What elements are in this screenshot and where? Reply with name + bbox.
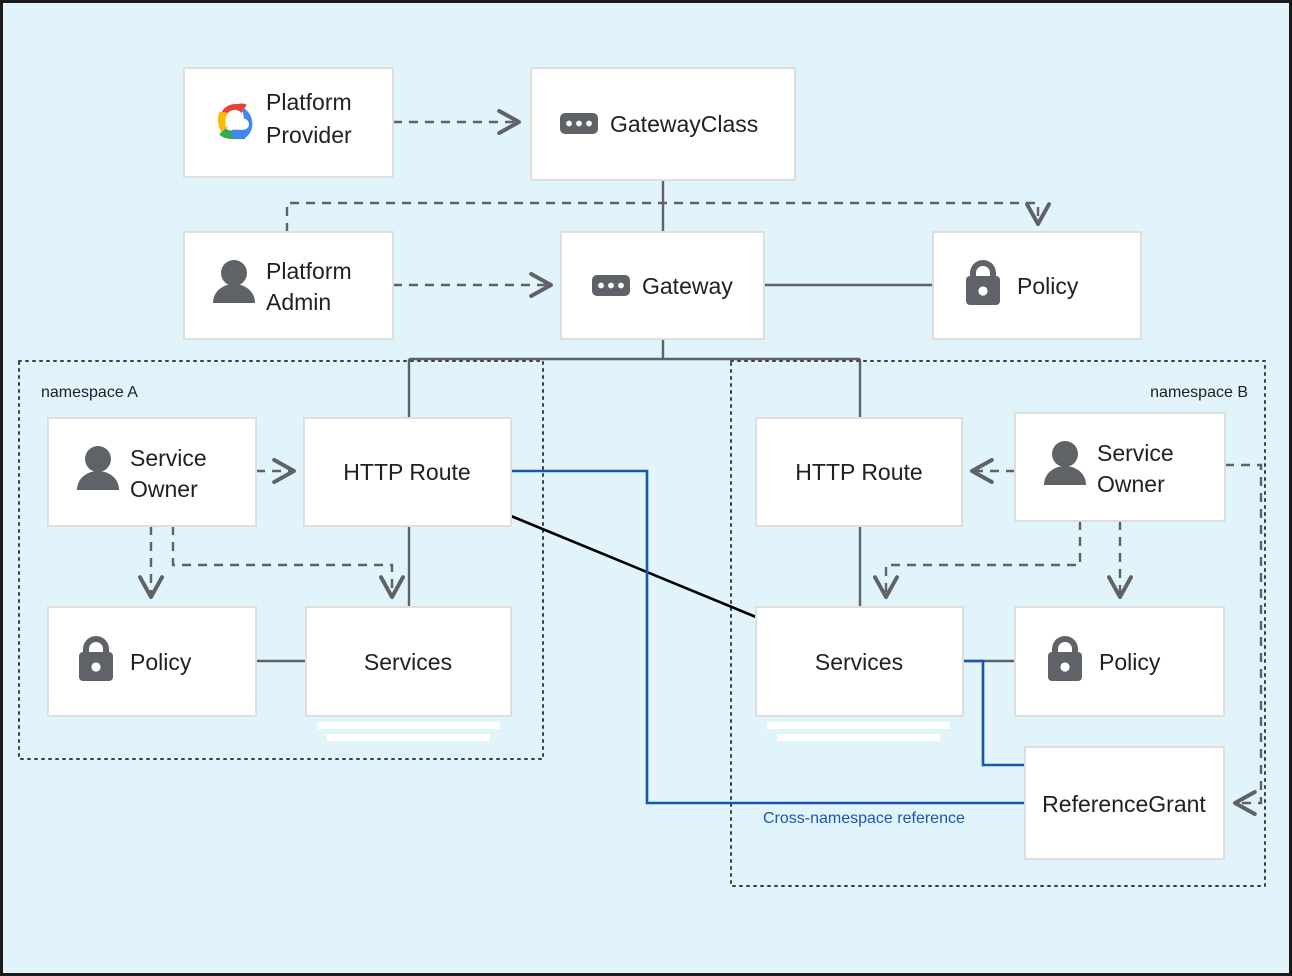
services-a-stack-layer-1 xyxy=(317,722,500,729)
person-icon xyxy=(77,446,119,490)
edge-admin-to-policy-top xyxy=(285,201,1051,232)
edge-serviceowner-b-to-referencegrant xyxy=(1225,463,1263,816)
resource-chip-icon xyxy=(592,275,630,296)
services-a-stack-layer-2 xyxy=(327,734,490,741)
reference-grant-box[interactable] xyxy=(1024,746,1225,860)
platform-admin-label-line2: Admin xyxy=(266,289,331,315)
node-http-route-a[interactable]: HTTP Route xyxy=(303,417,512,527)
edge-cross-namespace-services-b xyxy=(963,659,1025,767)
namespace-b-border xyxy=(730,360,1266,887)
namespace-a-border xyxy=(18,360,544,760)
services-a-label: Services xyxy=(364,649,452,675)
edge-httproute-a-to-services-b xyxy=(510,514,757,619)
services-b-box[interactable] xyxy=(755,606,964,717)
node-services-b[interactable]: Services xyxy=(755,606,964,741)
namespace-a-label: namespace A xyxy=(41,384,138,401)
services-b-stack-layer-2 xyxy=(777,734,940,741)
node-gateway[interactable]: Gateway xyxy=(560,231,765,340)
reference-grant-label: ReferenceGrant xyxy=(1042,791,1206,817)
policy-b-label: Policy xyxy=(1099,649,1161,675)
node-reference-grant[interactable]: ReferenceGrant xyxy=(1024,746,1225,860)
node-platform-admin[interactable]: Platform Admin xyxy=(183,231,394,340)
node-platform-provider[interactable]: Platform Provider xyxy=(183,67,394,178)
policy-top-label: Policy xyxy=(1017,273,1079,299)
node-http-route-b[interactable]: HTTP Route xyxy=(755,417,963,527)
http-route-b-box[interactable] xyxy=(755,417,963,527)
service-owner-b-box[interactable] xyxy=(1014,412,1226,522)
lock-icon xyxy=(1048,636,1082,681)
service-owner-a-label-line2: Owner xyxy=(130,476,198,502)
http-route-b-label: HTTP Route xyxy=(795,459,922,485)
cross-namespace-reference-label: Cross-namespace reference xyxy=(763,810,965,827)
node-policy-top[interactable]: Policy xyxy=(932,231,1142,340)
architecture-diagram-svg: namespace A namespace B xyxy=(18,67,1266,887)
platform-provider-label-line2: Provider xyxy=(266,122,352,148)
node-policy-a[interactable]: Policy xyxy=(47,606,257,717)
node-service-owner-a[interactable]: Service Owner xyxy=(47,417,257,527)
services-b-label: Services xyxy=(815,649,903,675)
google-cloud-logo-icon xyxy=(218,103,253,140)
platform-provider-label-line1: Platform xyxy=(266,89,352,115)
http-route-a-box[interactable] xyxy=(303,417,512,527)
node-services-a[interactable]: Services xyxy=(305,606,512,741)
edge-serviceowner-a-to-services-a xyxy=(171,526,405,599)
services-b-stack-layer-1 xyxy=(767,722,950,729)
gateway-label: Gateway xyxy=(642,273,733,299)
services-a-box[interactable] xyxy=(305,606,512,717)
service-owner-b-label-line2: Owner xyxy=(1097,471,1165,497)
edge-cross-namespace-httproute-a xyxy=(511,469,1025,805)
node-policy-b[interactable]: Policy xyxy=(1014,606,1225,717)
service-owner-b-label-line1: Service xyxy=(1097,440,1174,466)
resource-chip-icon xyxy=(560,113,598,134)
node-gateway-class[interactable]: GatewayClass xyxy=(530,67,796,181)
lock-icon xyxy=(966,260,1000,305)
person-icon xyxy=(213,260,255,303)
policy-a-label: Policy xyxy=(130,649,192,675)
namespace-a-group: namespace A xyxy=(18,360,544,760)
lock-icon xyxy=(79,636,113,681)
service-owner-a-box[interactable] xyxy=(47,417,257,527)
edge-serviceowner-b-to-services-b xyxy=(873,521,1082,599)
namespace-b-label: namespace B xyxy=(1150,384,1248,401)
platform-admin-label-line1: Platform xyxy=(266,258,352,284)
gateway-class-label: GatewayClass xyxy=(610,111,758,137)
service-owner-a-label-line1: Service xyxy=(130,445,207,471)
namespace-b-group: namespace B xyxy=(730,360,1266,887)
http-route-a-label: HTTP Route xyxy=(343,459,470,485)
person-icon xyxy=(1044,441,1086,485)
platform-admin-box[interactable] xyxy=(183,231,394,340)
node-service-owner-b[interactable]: Service Owner xyxy=(1014,412,1226,522)
